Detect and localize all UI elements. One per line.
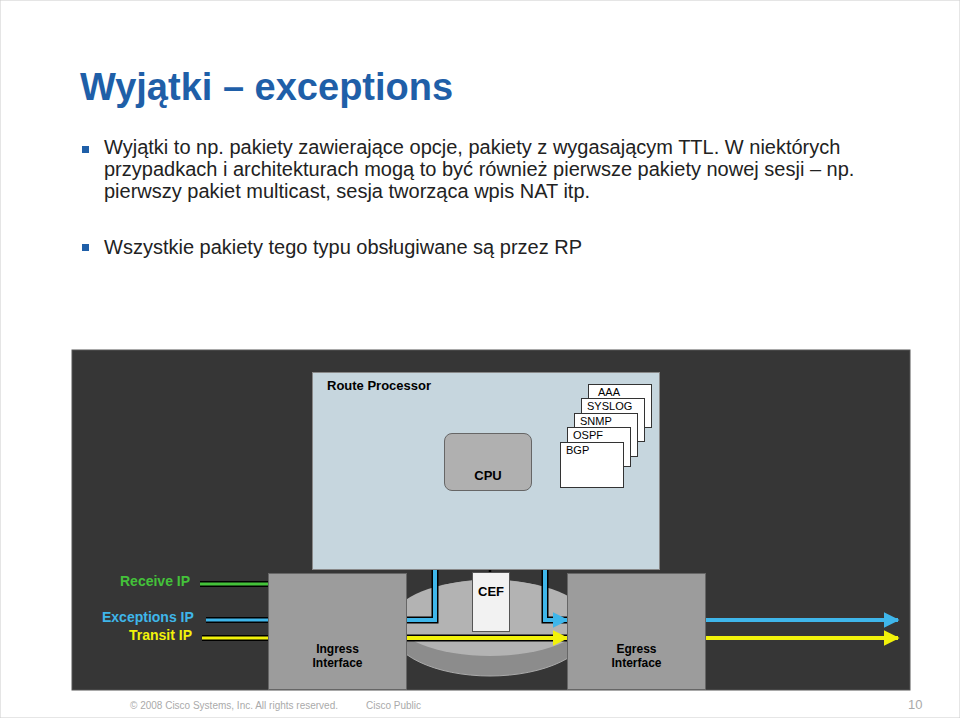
interface-box: Egress Interface — [567, 573, 706, 690]
node-label: CEF — [478, 585, 504, 600]
bullet-mark — [82, 244, 89, 251]
receive-outline — [200, 581, 268, 587]
cef-box: CEF — [472, 572, 510, 632]
footer-copyright: © 2008 Cisco Systems, Inc. All rights re… — [130, 700, 338, 711]
bullet-mark — [82, 146, 89, 153]
diagram-panel — [72, 350, 910, 690]
cpu-box: CPU — [444, 433, 532, 491]
page-number: 10 — [908, 698, 922, 712]
exceptions-line — [206, 619, 268, 622]
node-label: OSPF — [573, 429, 603, 442]
signal-label: Transit IP — [129, 628, 192, 643]
transit-line — [202, 637, 268, 640]
node-label: AAA — [598, 386, 620, 399]
node-label: Route Processor — [327, 379, 431, 394]
exceptions-outline — [206, 617, 268, 623]
interface-box: Ingress Interface — [268, 573, 407, 690]
node-label: SNMP — [580, 415, 612, 428]
node-label: SYSLOG — [587, 400, 632, 413]
slide-title: Wyjątki – exceptions — [80, 66, 453, 109]
connector-line — [407, 636, 567, 640]
node-label: BGP — [566, 444, 589, 457]
signal-label: Receive IP — [120, 574, 190, 589]
processor-box: Route ProcessorCPU AAASYSLOG SNMPOSPF BGP — [312, 372, 660, 570]
receive-line — [200, 583, 268, 586]
exceptions-out — [705, 618, 898, 622]
signal-label: Exceptions IP — [102, 610, 194, 625]
transit-out — [705, 636, 898, 640]
process-page: BGP — [560, 442, 624, 488]
bullet-text: Wyjątki to np. pakiety zawierające opcje… — [104, 136, 894, 202]
footer-classification: Cisco Public — [366, 700, 421, 711]
connector — [407, 638, 567, 639]
node-label: Egress Interface — [592, 643, 682, 671]
transit-outline — [202, 635, 268, 641]
bullet-text: Wszystkie pakiety tego typu obsługiwane … — [104, 236, 894, 258]
connector-outline — [407, 635, 567, 642]
node-label: Ingress Interface — [293, 643, 383, 671]
node-label: CPU — [474, 469, 501, 484]
